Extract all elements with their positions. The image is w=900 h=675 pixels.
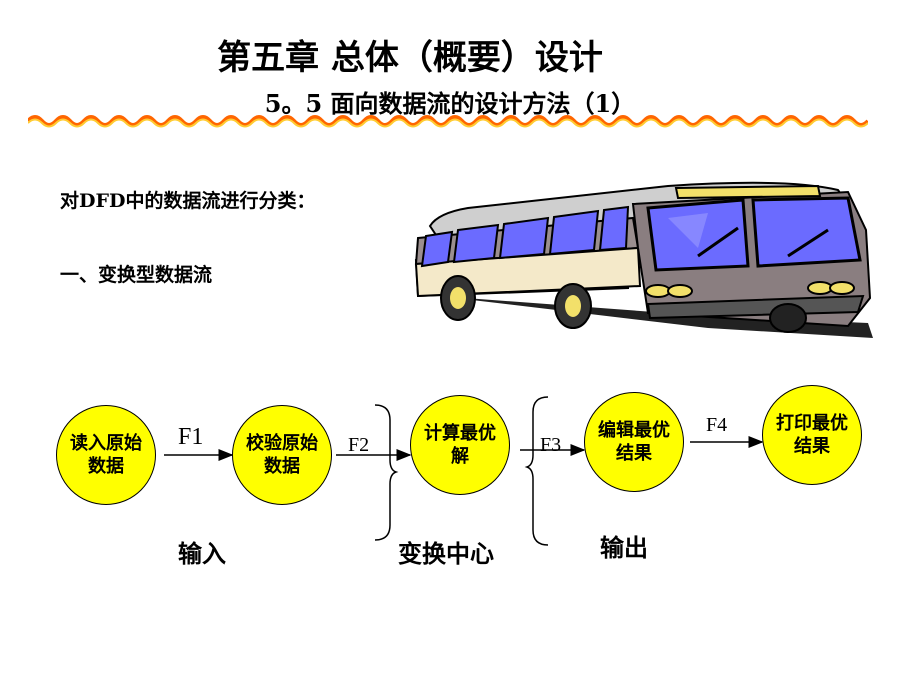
flow-label-f2: F2	[348, 434, 370, 456]
process-node-read-data: 读入原始数据	[56, 405, 156, 505]
process-node-validate-data: 校验原始数据	[232, 405, 332, 505]
flow-label-f4: F4	[706, 414, 728, 436]
section-label-output: 输出	[600, 534, 648, 562]
intro-text: 对DFD中的数据流进行分类：	[60, 190, 316, 212]
process-node-edit-results: 编辑最优结果	[584, 392, 684, 492]
page-subtitle: 5。5 面向数据流的设计方法（1）	[264, 89, 636, 118]
category-heading: 一、变换型数据流	[60, 264, 213, 286]
brace-left	[524, 396, 549, 546]
brace-right	[374, 404, 399, 541]
flow-label-f1: F1	[178, 424, 204, 450]
process-node-compute-optimal: 计算最优解	[410, 395, 510, 495]
page-title: 第五章 总体（概要）设计	[217, 38, 603, 78]
section-label-transform-center: 变换中心	[398, 540, 494, 568]
process-node-print-results: 打印最优结果	[762, 385, 862, 485]
flow-label-f3: F3	[540, 434, 562, 456]
bus-illustration	[414, 181, 873, 338]
decorative-wave-divider	[28, 115, 868, 128]
section-label-input: 输入	[178, 540, 226, 568]
